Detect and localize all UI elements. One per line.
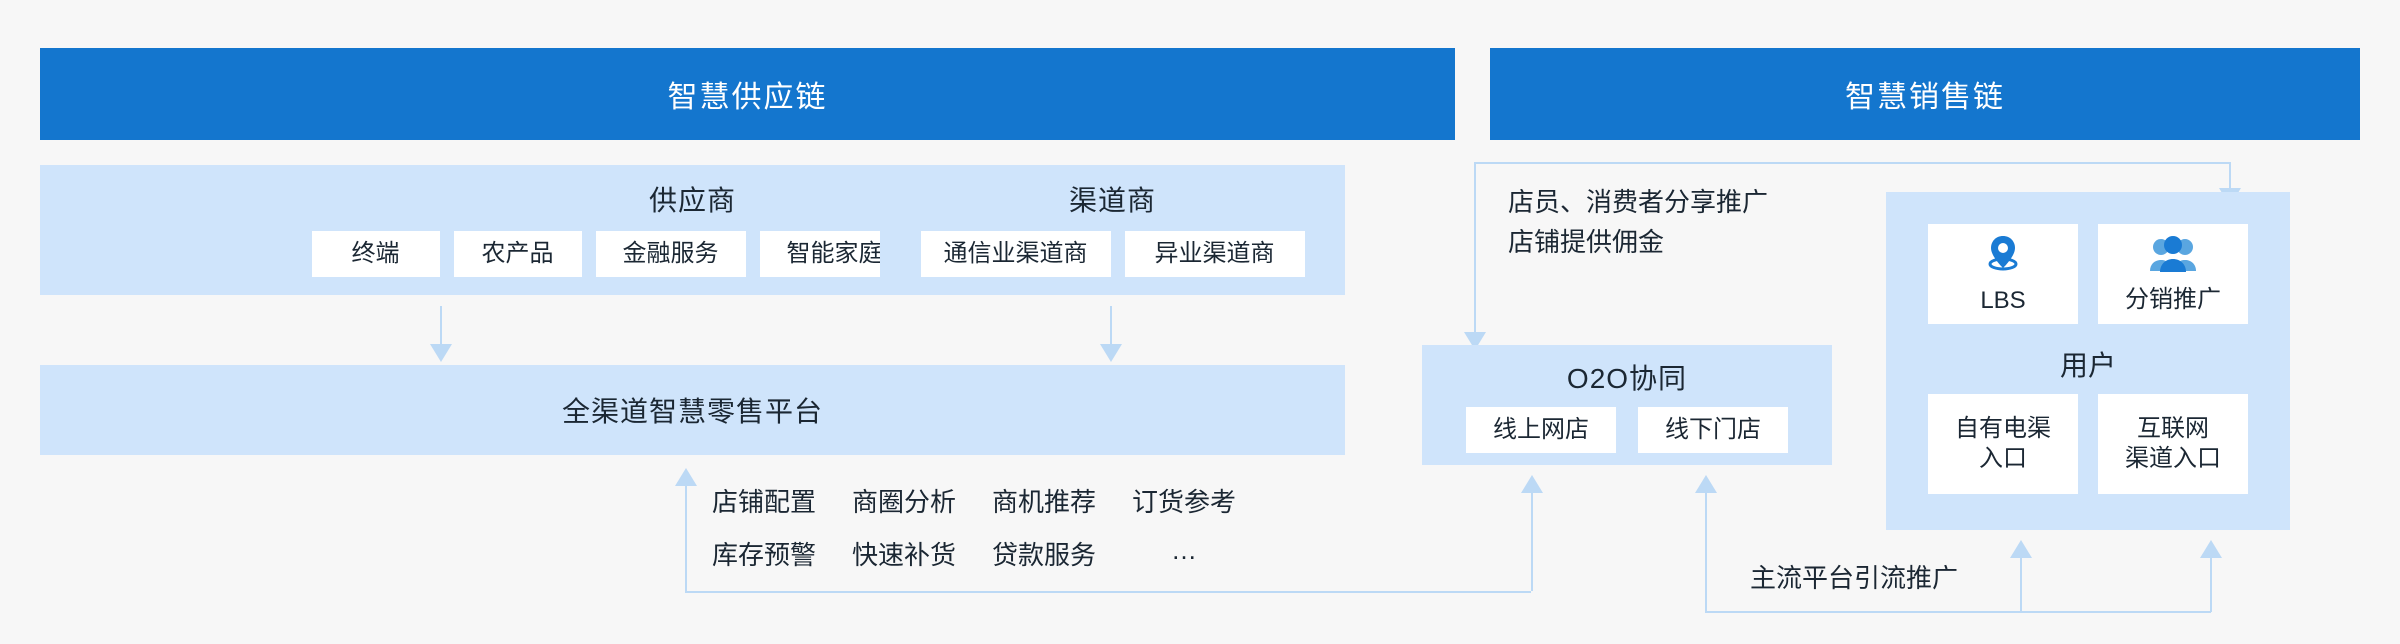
connector-services-horizontal [685, 591, 1531, 593]
connector-share-to-user-vertical [2229, 162, 2231, 190]
band-supply-chain-label: 智慧供应链 [667, 81, 828, 114]
supplier-chip[interactable]: 金融服务 [595, 231, 746, 277]
supplier-chip[interactable]: 终端 [311, 231, 440, 277]
connector-o2o-feed-left-arrow [1521, 475, 1543, 493]
channel-chip-list: 通信业渠道商 异业渠道商 [920, 231, 1305, 277]
service-item: 库存预警 [712, 540, 817, 570]
service-item: … [1171, 535, 1198, 565]
connector-channel-to-platform-arrow [1100, 344, 1122, 362]
service-item: 贷款服务 [992, 540, 1097, 570]
connector-o2o-feed-left-line [1531, 493, 1533, 591]
connector-share-vertical [1474, 162, 1476, 336]
panel-o2o-title: O2O协同 [1566, 363, 1688, 394]
user-tile-distribution[interactable]: 分销推广 [2098, 224, 2248, 324]
people-group-icon [2149, 234, 2197, 281]
service-item: 店铺配置 [712, 487, 817, 517]
o2o-chip-list: 线上网店 线下门店 [1466, 407, 1788, 453]
o2o-chip[interactable]: 线上网店 [1466, 407, 1616, 453]
panel-o2o: O2O协同 线上网店 线下门店 [1422, 345, 1832, 465]
user-tile-label: 互联网 渠道入口 [2125, 415, 2221, 472]
connector-user-feed-right-line [2210, 558, 2212, 612]
connector-supplier-to-platform-line [440, 306, 442, 348]
service-item: 订货参考 [1132, 487, 1237, 517]
band-sales-chain-label: 智慧销售链 [1845, 81, 2005, 114]
panel-channel-title: 渠道商 [1068, 185, 1156, 216]
panel-user: 用户 LBS 分 [1886, 192, 2290, 530]
connector-o2o-feed-right-line [1705, 493, 1707, 612]
panel-retail-platform-title: 全渠道智慧零售平台 [561, 396, 823, 427]
connector-services-vertical [685, 486, 687, 592]
panel-channel: 渠道商 通信业渠道商 异业渠道商 [880, 165, 1345, 295]
panel-retail-platform: 全渠道智慧零售平台 [40, 365, 1345, 455]
panel-supplier-title: 供应商 [648, 185, 736, 216]
band-supply-chain: 智慧供应链 [40, 48, 1455, 140]
connector-user-feed-right-arrow [2200, 540, 2222, 558]
service-item: 商机推荐 [992, 487, 1097, 517]
connector-share-horizontal [1474, 162, 2230, 164]
share-promotion-note: 店员、消费者分享推广 店铺提供佣金 [1508, 187, 1769, 258]
user-tile-label: 自有电渠 入口 [1955, 415, 2051, 472]
channel-chip[interactable]: 异业渠道商 [1124, 231, 1305, 277]
connector-o2o-feed-right-arrow [1695, 475, 1717, 493]
service-item: 快速补货 [852, 540, 957, 570]
traffic-promotion-note: 主流平台引流推广 [1750, 563, 1959, 593]
o2o-chip[interactable]: 线下门店 [1638, 407, 1788, 453]
connector-user-feed-left-line [2020, 558, 2022, 612]
user-tile-own-echannel[interactable]: 自有电渠 入口 [1928, 394, 2078, 494]
connector-traffic-horizontal [1705, 611, 2211, 613]
channel-chip[interactable]: 通信业渠道商 [920, 231, 1111, 277]
connector-channel-to-platform-line [1110, 306, 1112, 348]
location-pin-icon [1982, 233, 2024, 282]
connector-supplier-to-platform-arrow [430, 344, 452, 362]
connector-user-feed-left-arrow [2010, 540, 2032, 558]
service-capability-list: 店铺配置 商圈分析 商机推荐 订货参考 库存预警 快速补货 贷款服务 … [712, 482, 1236, 572]
connector-services-to-platform-arrow [675, 468, 697, 486]
user-tile-lbs[interactable]: LBS [1928, 224, 2078, 324]
panel-user-title: 用户 [2059, 350, 2116, 381]
user-tile-label: 分销推广 [2125, 285, 2221, 313]
user-tile-internet-channel[interactable]: 互联网 渠道入口 [2098, 394, 2248, 494]
user-tile-label: LBS [1980, 286, 2026, 314]
band-sales-chain: 智慧销售链 [1490, 48, 2360, 140]
supplier-chip[interactable]: 农产品 [453, 231, 582, 277]
service-item: 商圈分析 [852, 487, 957, 517]
